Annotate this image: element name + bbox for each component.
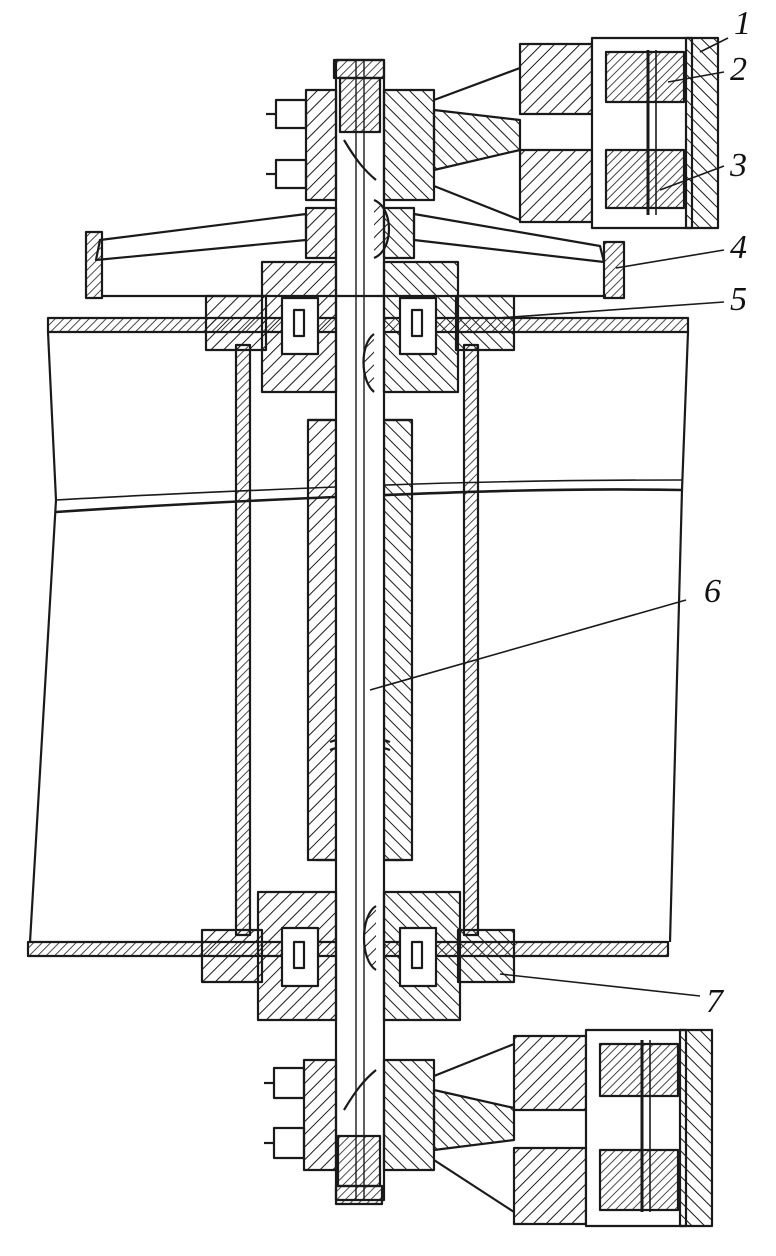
bottom-brake-arm	[432, 1028, 714, 1228]
callout-6: 6	[704, 573, 721, 610]
callout-7: 7	[706, 983, 725, 1020]
callout-5: 5	[730, 281, 747, 318]
top-bearing-block	[204, 260, 516, 394]
top-coupling-hub	[266, 58, 436, 202]
top-spoke-hub	[84, 198, 626, 300]
top-brake-arm	[432, 36, 720, 230]
callout-1: 1	[734, 5, 751, 42]
bottom-bearing-block	[200, 890, 516, 1022]
callout-4: 4	[730, 229, 747, 266]
hollow-tube	[306, 418, 414, 862]
callout-3: 3	[729, 147, 747, 184]
callout-2: 2	[730, 51, 747, 88]
leader-lines	[369, 37, 729, 997]
bottom-coupling-hub	[264, 1058, 436, 1206]
callout-labels: 1 2 3 4 5 6 7	[704, 5, 751, 1020]
